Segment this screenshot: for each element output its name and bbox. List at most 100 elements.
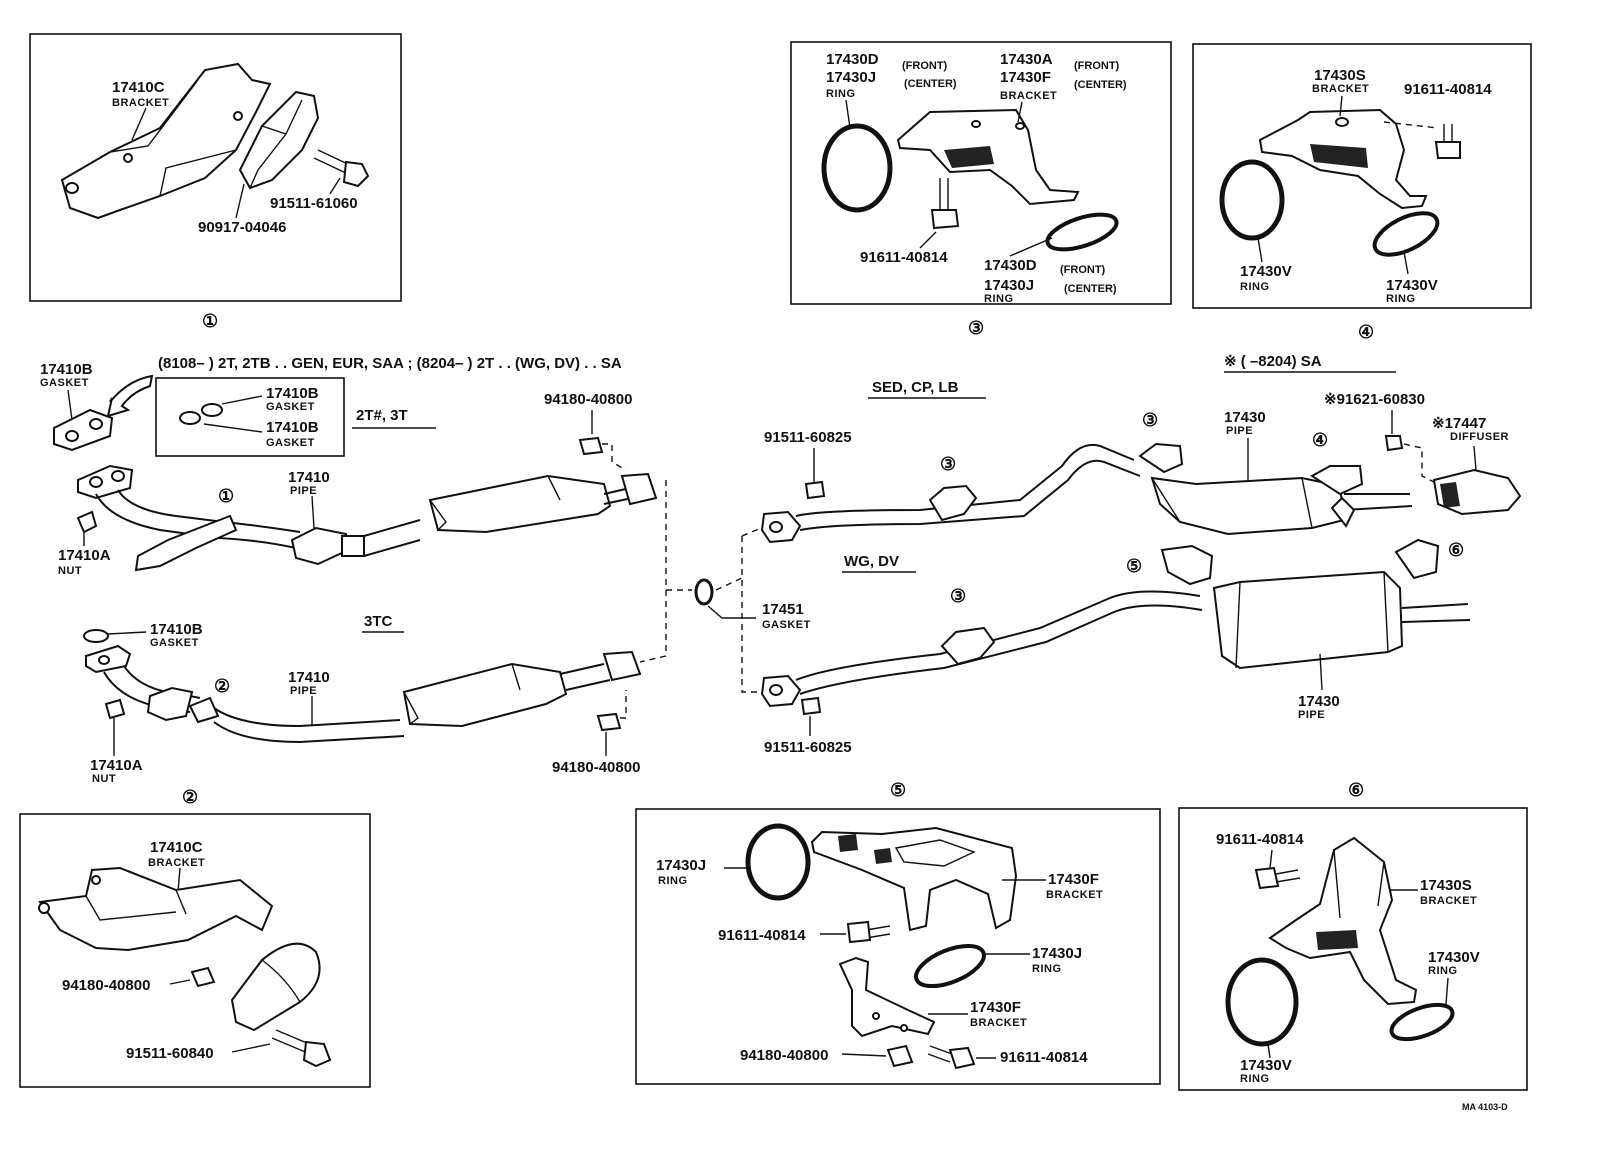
bracket-name: BRACKET xyxy=(1420,895,1477,907)
detail-box-1: 17410C BRACKET 91511-61060 90917-04046 xyxy=(29,33,402,302)
detail-box-2: 17410C BRACKET 94180-40800 91511-60840 xyxy=(19,813,371,1088)
detail-box-2-frame xyxy=(19,813,371,1088)
bolt2-91611-40814-drawing xyxy=(927,1045,976,1070)
nut-top-number: 94180-40800 xyxy=(544,391,632,408)
pipe-top-number: 17410 xyxy=(288,469,330,486)
ring-center-tag: (CENTER) xyxy=(904,78,957,90)
bracket-center-tag: (CENTER) xyxy=(1074,79,1127,91)
bracket-name: BRACKET xyxy=(1000,90,1057,102)
bolt2-number: 91611-40814 xyxy=(1000,1049,1088,1066)
detail-box-4-frame xyxy=(1192,43,1532,309)
ring-17430j-drawing xyxy=(1045,212,1119,252)
bracket-name: BRACKET xyxy=(112,97,169,109)
pipe-17430-upper-drawing xyxy=(760,442,1413,544)
clamp-drawing xyxy=(230,942,321,1032)
ring2-drawing xyxy=(914,943,986,989)
bracket-name: BRACKET xyxy=(1046,889,1103,901)
bolt-91511-lower-drawing xyxy=(800,696,822,716)
bolt-lower-number: 91511-60825 xyxy=(764,739,852,756)
diffuser-number: ※17447 xyxy=(1432,415,1486,432)
bolt-91611-40814-drawing xyxy=(1434,124,1461,159)
detail-box-3-frame xyxy=(790,41,1172,305)
bolt-number: 91511-61060 xyxy=(270,195,358,212)
nut-a-mid-number: 17410A xyxy=(90,757,143,774)
ref-marker-3-inline-c: ③ xyxy=(950,586,966,606)
ref-marker-6: ⑥ xyxy=(1348,780,1364,800)
applicability-note: (8108– ) 2T, 2TB . . GEN, EUR, SAA ; (82… xyxy=(158,355,622,372)
pipe-17410-mid-drawing xyxy=(83,629,642,744)
nut-a-mid-name: NUT xyxy=(92,773,116,785)
ring2-front-tag: (FRONT) xyxy=(1060,264,1106,276)
pipe-17430-lower-drawing xyxy=(760,538,1471,708)
engine-label-top: 2T#, 3T xyxy=(356,407,408,424)
bracket-17430s-drawing xyxy=(1268,836,1418,1006)
detail-box-4: 17430S BRACKET 91611-40814 17430V RING 1… xyxy=(1192,43,1532,309)
diagram-code: MA 4103-D xyxy=(1462,1102,1508,1112)
bolt-91511-61060-drawing xyxy=(313,149,370,188)
bracket2-17430f-drawing xyxy=(838,956,936,1038)
center-gasket: 17451 GASKET xyxy=(666,525,810,693)
ring-right-drawing xyxy=(1389,1002,1455,1042)
pipe-tail-name: PIPE xyxy=(1226,425,1253,437)
ring-left-drawing xyxy=(1225,957,1299,1047)
ref-marker-6-inline: ⑥ xyxy=(1448,540,1464,560)
bolt-91621-drawing xyxy=(1384,435,1404,452)
bracket-number: 17410C xyxy=(150,839,203,856)
nut-mid-number: 94180-40800 xyxy=(552,759,640,776)
ring-17430d-drawing xyxy=(821,123,893,213)
arrow-to-inset xyxy=(106,374,154,418)
ring-number: 17430J xyxy=(656,857,706,874)
ref-marker-1: ① xyxy=(202,311,218,331)
ring-right-name: RING xyxy=(1386,293,1416,305)
ring-left-number: 17430V xyxy=(1240,1057,1292,1074)
gasket-17451-drawing xyxy=(694,578,714,606)
ring-front-tag: (FRONT) xyxy=(902,60,948,72)
ring-left-number: 17430V xyxy=(1240,263,1292,280)
front-pipe-assembly: 17410B GASKET (8108– ) 2T, 2TB . . GEN, … xyxy=(40,355,667,807)
detail-box-3: 17430D (FRONT) 17430J (CENTER) RING 1743… xyxy=(790,41,1172,305)
inset-gasket1-name: GASKET xyxy=(266,401,315,413)
pipe-mid-name: PIPE xyxy=(290,685,317,697)
ring-left-drawing xyxy=(1219,159,1285,241)
ref-marker-3: ③ xyxy=(968,318,984,338)
bracket-number: 17430S xyxy=(1420,877,1472,894)
ring2-center-number: 17430J xyxy=(984,277,1034,294)
pipe-17410-top-drawing xyxy=(77,464,658,572)
ring-center-number: 17430J xyxy=(826,69,876,86)
pipe-lower-name: PIPE xyxy=(1298,709,1325,721)
ring-right-drawing xyxy=(1372,211,1440,257)
bolt-number: 91611-40814 xyxy=(1404,81,1492,98)
bolt-number: 91511-60840 xyxy=(126,1045,214,1062)
gasket-17410b-drawing xyxy=(53,408,114,452)
body-label-sed: SED, CP, LB xyxy=(872,379,959,396)
bolt-star-number: ※91621-60830 xyxy=(1324,391,1425,408)
ring-name: RING xyxy=(658,875,688,887)
inset-gasket2-name: GASKET xyxy=(266,437,315,449)
pipe-lower-number: 17430 xyxy=(1298,693,1340,710)
ref-marker-1-inline: ① xyxy=(218,486,234,506)
nut-94180-mid-drawing xyxy=(596,712,622,732)
ring2-number: 17430J xyxy=(1032,945,1082,962)
bolt-91511-upper-drawing xyxy=(804,480,826,500)
bracket-name: BRACKET xyxy=(148,857,205,869)
gasket-top-number: 17410B xyxy=(40,361,93,378)
nut-number: 94180-40800 xyxy=(740,1047,828,1064)
detail-box-1-frame xyxy=(29,33,402,302)
bracket-number: 17430S xyxy=(1314,67,1366,84)
bolt-number: 91611-40814 xyxy=(860,249,948,266)
bracket-17410c-drawing xyxy=(38,866,274,952)
ring-right-number: 17430V xyxy=(1428,949,1480,966)
bolt-91511-60840-drawing xyxy=(271,1029,332,1068)
engine-label-mid: 3TC xyxy=(364,613,393,630)
tail-pipe-assembly: SED, CP, LB WG, DV ※ ( –8204) SA 91511-6… xyxy=(760,353,1522,756)
clamp-number: 90917-04046 xyxy=(198,219,286,236)
bracket2-number: 17430F xyxy=(970,999,1021,1016)
nut-number: 94180-40800 xyxy=(62,977,150,994)
ref-marker-2-inline: ② xyxy=(214,676,230,696)
pipe-tail-number: 17430 xyxy=(1224,409,1266,426)
ring-front-number: 17430D xyxy=(826,51,879,68)
gasket-mid-name: GASKET xyxy=(150,637,199,649)
ring2-name: RING xyxy=(1032,963,1062,975)
bolt-91611-40814-drawing xyxy=(846,920,891,944)
